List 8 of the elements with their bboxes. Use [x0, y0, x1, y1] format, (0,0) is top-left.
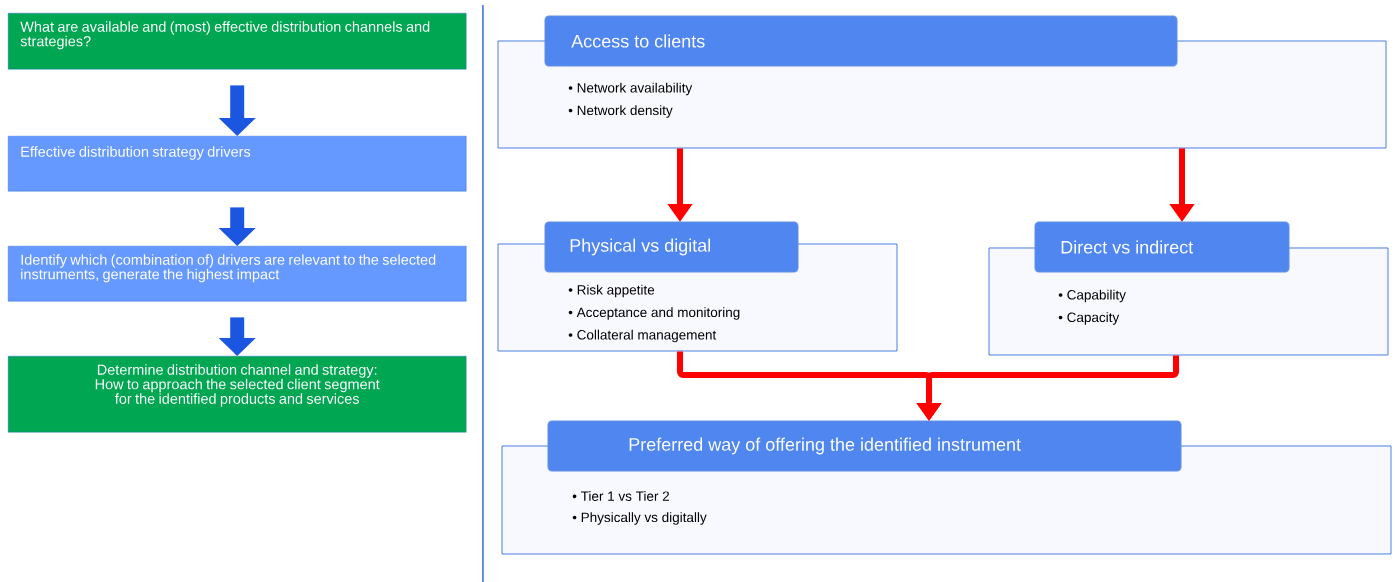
heading-tab: Preferred way of offering the identified instrument	[547, 420, 1182, 472]
step-box: What are available and (most) effective distribution channels and strategies?	[8, 13, 467, 70]
step-box: Effective distribution strategy drivers	[8, 136, 467, 192]
heading-tab: Physical vs digital	[544, 221, 799, 273]
heading-tab: Direct vs indirect	[1034, 221, 1290, 273]
heading-tab: Access to clients	[544, 15, 1178, 67]
step-box: Identify which (combination of) drivers are relevant to the selected instruments, generate the highest impact	[8, 246, 467, 302]
step-box: Determine distribution channel and strategy: How to approach the selected client segment for the identified products and services	[8, 356, 467, 433]
